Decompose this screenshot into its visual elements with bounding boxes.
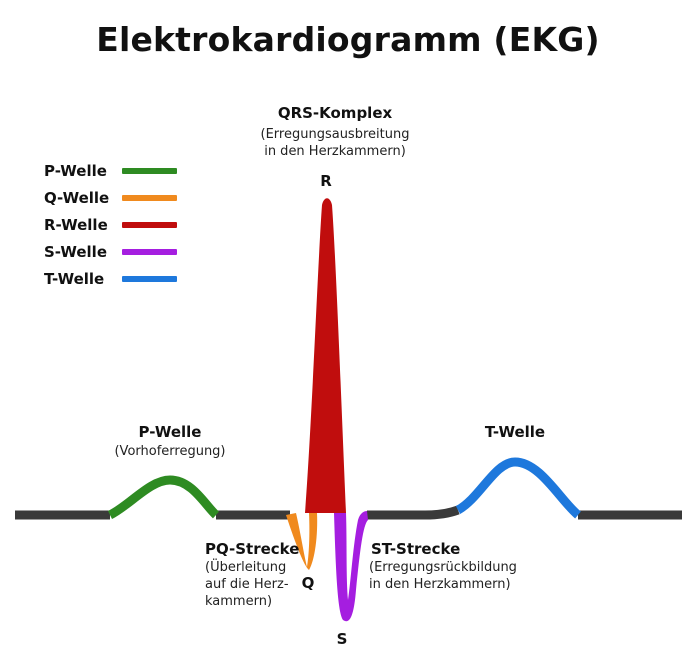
- p-wave: [107, 475, 220, 520]
- legend-swatch: [122, 275, 177, 282]
- legend-label: T-Welle: [44, 269, 105, 288]
- legend-item-r-welle: R-Welle: [44, 211, 177, 238]
- diagram-title: Elektrokardiogramm (EKG): [96, 20, 600, 59]
- qrs-title: QRS-Komplex: [277, 104, 393, 122]
- legend-item-p-welle: P-Welle: [44, 157, 177, 184]
- legend-label: R-Welle: [44, 215, 108, 234]
- legend-swatch: [122, 221, 177, 228]
- qrs-desc-1: (Erregungsausbreitung: [260, 127, 410, 142]
- q-label: Q: [301, 574, 315, 592]
- legend-swatch: [122, 248, 177, 255]
- pq-strecke-desc-1: (Überleitung: [205, 560, 287, 575]
- r-label: R: [320, 172, 332, 190]
- pq-strecke-title: PQ-Strecke: [205, 540, 300, 558]
- legend: P-Welle Q-Welle R-Welle S-Welle T-Welle: [44, 157, 177, 292]
- t-wave: [455, 457, 582, 519]
- legend-label: Q-Welle: [44, 188, 110, 207]
- legend-label: S-Welle: [44, 242, 107, 261]
- baseline-st: [367, 505, 460, 520]
- legend-swatch: [122, 194, 177, 201]
- legend-item-q-welle: Q-Welle: [44, 184, 177, 211]
- st-strecke-desc-1: (Erregungsrückbildung: [369, 560, 517, 575]
- legend-label: P-Welle: [44, 161, 107, 180]
- legend-item-s-welle: S-Welle: [44, 238, 177, 265]
- s-label: S: [336, 630, 348, 648]
- pq-strecke-desc-3: kammern): [205, 594, 273, 609]
- legend-swatch: [122, 167, 177, 174]
- legend-item-t-welle: T-Welle: [44, 265, 177, 292]
- pq-strecke-desc-2: auf die Herz-: [205, 577, 289, 592]
- r-wave: [305, 198, 346, 513]
- p-wave-title: P-Welle: [138, 423, 202, 441]
- t-wave-title: T-Welle: [484, 423, 546, 441]
- qrs-desc-2: in den Herzkammern): [264, 144, 406, 159]
- q-wave: [286, 513, 318, 570]
- p-wave-desc: (Vorhoferregung): [114, 444, 226, 459]
- s-wave: [334, 511, 368, 622]
- st-strecke-title: ST-Strecke: [371, 540, 461, 558]
- st-strecke-desc-2: in den Herzkammern): [369, 577, 511, 592]
